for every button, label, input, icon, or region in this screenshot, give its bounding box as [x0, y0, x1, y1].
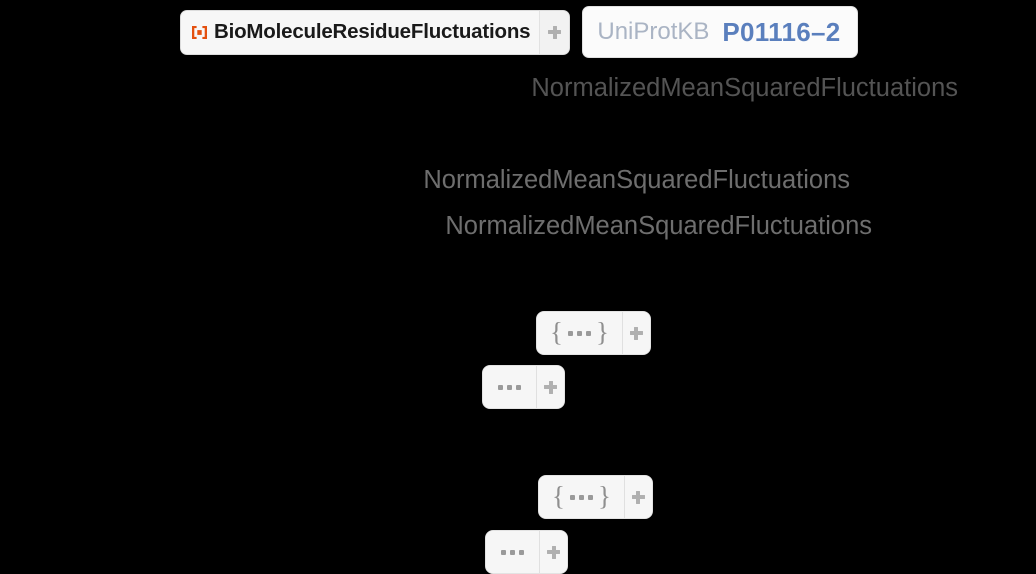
expand-button-3[interactable]: [623, 476, 652, 518]
wolfram-resource-icon: [191, 24, 208, 41]
option-label-1: NormalizedMeanSquaredFluctuations: [531, 74, 958, 102]
plus-icon: [544, 380, 557, 394]
plus-icon: [547, 545, 560, 559]
resource-function-label: BioMoleculeResidueFluctuations: [214, 19, 531, 43]
expand-button-1[interactable]: [621, 312, 650, 354]
collapsed-sequence-glyph-1[interactable]: [483, 366, 536, 408]
close-brace: }: [597, 480, 611, 511]
output-header-row: BioMoleculeResidueFluctuations UniProtKB…: [180, 5, 858, 59]
ellipsis-icon: [496, 384, 523, 390]
entity-badge[interactable]: UniProtKB P01116–2: [582, 6, 858, 58]
list-ellipsis-glyph: { }: [552, 480, 611, 511]
collapsed-list-pill-1[interactable]: { }: [536, 311, 651, 355]
collapsed-list-pill-2[interactable]: { }: [538, 475, 653, 519]
expand-button-2[interactable]: [536, 366, 564, 408]
resource-function-button[interactable]: BioMoleculeResidueFluctuations: [180, 9, 571, 55]
plus-icon: [631, 490, 645, 504]
collapsed-list-glyph-2[interactable]: { }: [539, 476, 624, 518]
entity-id-label: P01116–2: [722, 17, 841, 47]
open-brace: {: [552, 480, 565, 511]
option-label-2: NormalizedMeanSquaredFluctuations: [423, 166, 850, 194]
expand-button-4[interactable]: [539, 531, 567, 573]
entity-type-label: UniProtKB: [597, 18, 710, 45]
collapsed-list-glyph-1[interactable]: { }: [537, 312, 622, 354]
resource-function-main[interactable]: BioMoleculeResidueFluctuations: [181, 10, 540, 54]
resource-function-expand-button[interactable]: [539, 10, 570, 54]
sequence-ellipsis-glyph: [496, 384, 523, 390]
ellipsis-icon: [566, 330, 593, 336]
collapsed-sequence-glyph-2[interactable]: [486, 531, 539, 573]
plus-icon: [629, 326, 643, 340]
ellipsis-icon: [568, 494, 595, 500]
plus-icon: [548, 25, 562, 39]
collapsed-sequence-pill-2[interactable]: [485, 530, 568, 574]
collapsed-sequence-pill-1[interactable]: [482, 365, 565, 409]
option-label-3: NormalizedMeanSquaredFluctuations: [445, 212, 872, 240]
list-ellipsis-glyph: { }: [550, 316, 609, 347]
sequence-ellipsis-glyph: [499, 549, 526, 555]
ellipsis-icon: [499, 549, 526, 555]
open-brace: {: [550, 316, 563, 347]
close-brace: }: [595, 316, 609, 347]
